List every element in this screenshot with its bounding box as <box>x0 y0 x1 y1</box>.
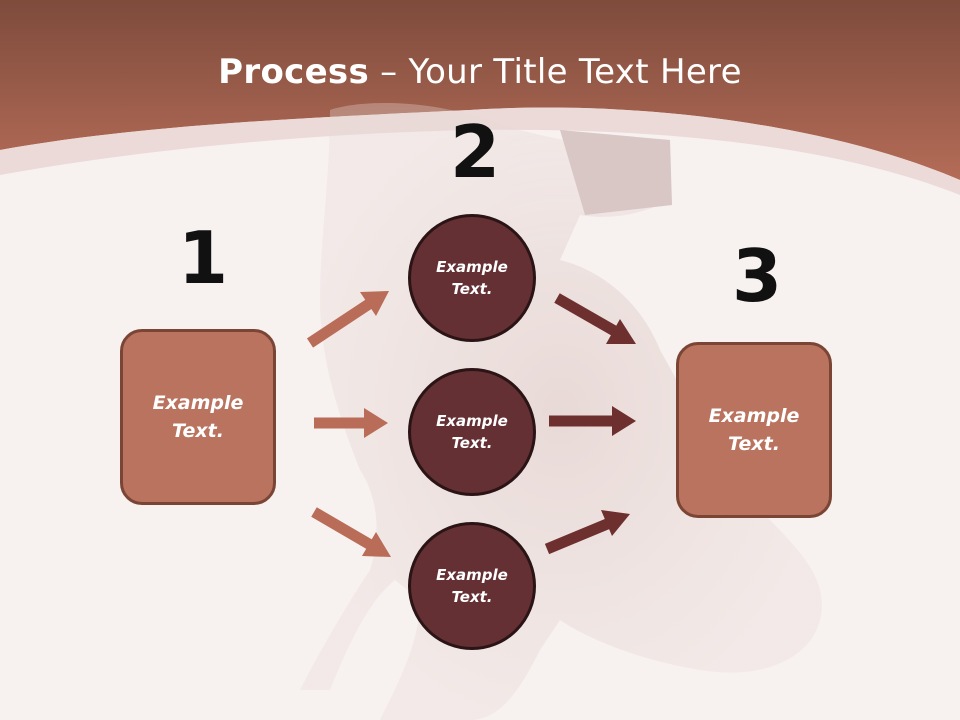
step-2-circle-middle: Example Text. <box>408 368 536 496</box>
step-3-number: 3 <box>732 234 783 318</box>
title-bold: Process <box>218 52 370 92</box>
circle-bottom-text: Example Text. <box>436 565 508 607</box>
arrow-1-to-top <box>306 291 389 348</box>
header-band <box>0 0 960 180</box>
arrow-top-to-3 <box>554 293 636 344</box>
circle-top-text: Example Text. <box>436 257 508 299</box>
arrow-bottom-to-3 <box>544 510 630 555</box>
step-1-box: Example Text. <box>120 329 276 505</box>
arrow-1-to-bottom <box>311 507 391 557</box>
header-swoosh <box>0 107 960 195</box>
step-3-text: Example Text. <box>708 404 800 456</box>
step-3-box: Example Text. <box>676 342 832 518</box>
arrow-1-to-middle <box>314 408 388 438</box>
step-2-circle-top: Example Text. <box>408 214 536 342</box>
circle-middle-text: Example Text. <box>436 411 508 453</box>
step-2-circle-bottom: Example Text. <box>408 522 536 650</box>
arrow-middle-to-3 <box>549 406 636 436</box>
step-1-number: 1 <box>178 216 229 300</box>
title-rest: – Your Title Text Here <box>369 52 742 92</box>
step-1-text: Example Text. <box>152 391 244 443</box>
step-2-number: 2 <box>450 110 501 194</box>
page-title: Process – Your Title Text Here <box>0 52 960 92</box>
